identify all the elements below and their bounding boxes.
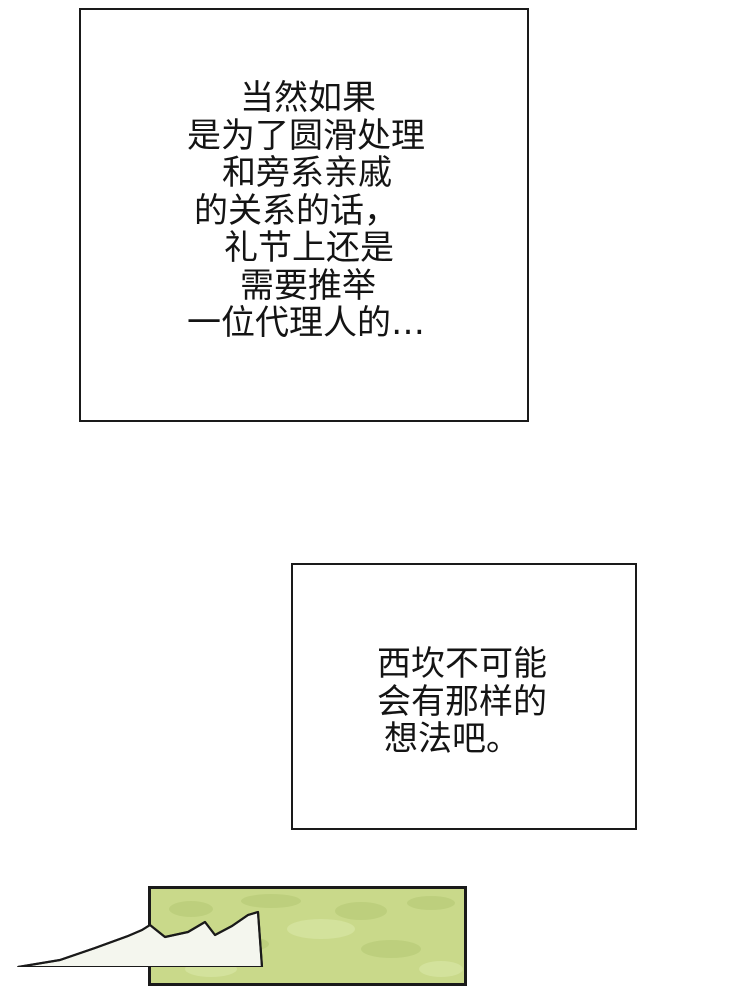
caption-line: 会有那样的 [377, 681, 547, 722]
caption-box-1: 当然如果 是为了圆滑处理 和旁系亲戚 的关系的话， 礼节上还是 需要推举 一位代… [79, 8, 529, 422]
caption-line: 和旁系亲戚 [222, 153, 392, 193]
caption-text-2: 西坎不可能 会有那样的 想法吧。 [293, 644, 635, 759]
caption-text-1: 当然如果 是为了圆滑处理 和旁系亲戚 的关系的话， 礼节上还是 需要推举 一位代… [81, 79, 527, 343]
caption-line: 是为了圆滑处理 [187, 115, 425, 156]
illustration-panel [148, 886, 467, 986]
caption-line: 的关系的话， [194, 190, 398, 231]
caption-line: 当然如果 [240, 78, 376, 118]
caption-box-2: 西坎不可能 会有那样的 想法吧。 [291, 563, 637, 830]
caption-line: 礼节上还是 [224, 228, 394, 268]
caption-line: 想法吧。 [384, 719, 520, 759]
foliage-texture [169, 894, 463, 977]
caption-line: 需要推举 [240, 265, 376, 306]
caption-line: 西坎不可能 [377, 644, 547, 684]
caption-line: 一位代理人的… [187, 303, 425, 343]
